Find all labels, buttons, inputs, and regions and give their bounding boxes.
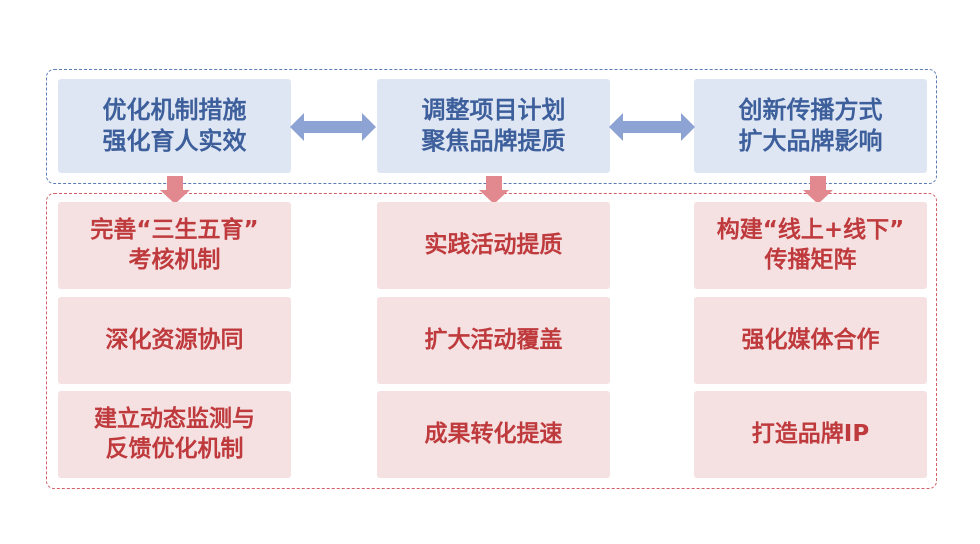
column-3-header: 创新传播方式 扩大品牌影响 [694,79,927,173]
double-arrow-icon [609,113,695,141]
column-1-item-2: 深化资源协同 [58,297,291,384]
column-3-item-1: 构建“线上+线下” 传播矩阵 [694,202,927,289]
column-2-header: 调整项目计划 聚焦品牌提质 [377,79,610,173]
down-arrow-icon [803,176,833,204]
double-arrow-icon [290,113,376,141]
column-2-item-3: 成果转化提速 [377,391,610,478]
column-1-header: 优化机制措施 强化育人实效 [58,79,291,173]
column-3-item-2: 强化媒体合作 [694,297,927,384]
column-2-item-2: 扩大活动覆盖 [377,297,610,384]
down-arrow-icon [160,176,190,204]
column-3-item-3: 打造品牌IP [694,391,927,478]
down-arrow-icon [479,176,509,204]
column-1-item-3: 建立动态监测与 反馈优化机制 [58,391,291,478]
column-2-item-1: 实践活动提质 [377,202,610,289]
column-1-item-1: 完善“三生五育” 考核机制 [58,202,291,289]
